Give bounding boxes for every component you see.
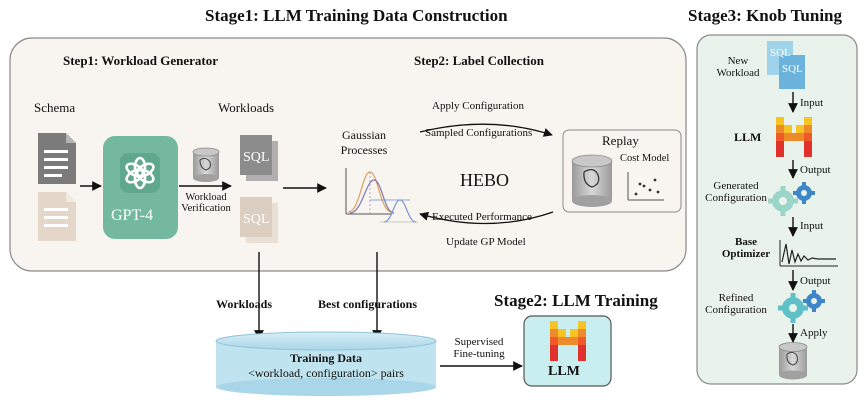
stage3-llm-label: LLM xyxy=(734,130,762,144)
generated-line1: Generated xyxy=(713,180,759,192)
stage3-input-label: Input xyxy=(800,97,824,109)
sampled-configurations-label: Sampled Configurations xyxy=(425,127,533,139)
generated-configuration-label: Generated Configuration xyxy=(700,180,772,204)
gaussian-line1: Gaussian xyxy=(342,128,386,142)
stage2-llm-label: LLM xyxy=(548,364,580,379)
sql-file-icon xyxy=(240,135,278,181)
stage1-panel xyxy=(9,37,687,272)
arrow-executed-performance xyxy=(419,211,554,225)
training-data-cylinder xyxy=(215,331,437,396)
stage3-sql-label: SQL xyxy=(770,47,791,59)
base-optimizer-line2: Optimizer xyxy=(721,248,771,260)
new-workload-line2: Workload xyxy=(716,67,760,79)
stage1-title: Stage1: LLM Training Data Construction xyxy=(205,6,508,25)
gaussian-processes-label: Gaussian Processes xyxy=(333,128,395,158)
stage3-output-label-2: Output xyxy=(800,275,831,287)
executed-performance-label: Executed Performance xyxy=(432,211,532,223)
gear-icon xyxy=(803,290,825,312)
hebo-label: HEBO xyxy=(460,170,509,190)
stage2-title: Stage2: LLM Training xyxy=(494,291,658,310)
stage3-input-label-2: Input xyxy=(800,220,824,232)
generated-line2: Configuration xyxy=(705,192,767,204)
training-data-title: Training Data xyxy=(289,351,363,365)
sql-label: SQL xyxy=(243,150,270,165)
base-optimizer-label: Base Optimizer xyxy=(716,236,776,260)
database-icon xyxy=(192,147,220,182)
apply-configuration-label: Apply Configuration xyxy=(432,100,524,112)
new-workload-line1: New xyxy=(727,55,749,67)
gaussian-curve-icon xyxy=(345,168,418,223)
stage3-sql-label-2: SQL xyxy=(782,63,803,75)
base-optimizer-line1: Base xyxy=(735,236,757,248)
stage3-output-label: Output xyxy=(800,164,831,176)
cost-model-label: Cost Model xyxy=(620,153,670,164)
step2-title: Step2: Label Collection xyxy=(414,53,544,68)
workload-verification-label: Workload Verification xyxy=(180,192,232,214)
openai-logo-icon xyxy=(120,153,160,193)
sql-file-icon xyxy=(240,197,278,243)
replay-label: Replay xyxy=(602,133,639,148)
supervised-line1: Supervised xyxy=(454,336,504,348)
arrow-apply-configuration xyxy=(419,123,553,137)
stage2-llm-box xyxy=(523,315,612,387)
stage3-title: Stage3: Knob Tuning xyxy=(688,6,843,25)
refined-configuration-label: Refined Configuration xyxy=(700,292,772,316)
llm-logo-icon xyxy=(550,321,586,361)
update-gp-model-label: Update GP Model xyxy=(446,236,526,248)
supervised-line2: Fine-tuning xyxy=(453,348,505,360)
refined-line1: Refined xyxy=(718,292,754,304)
gpt4-label: GPT-4 xyxy=(111,207,154,224)
database-icon xyxy=(571,154,613,207)
waveform-icon xyxy=(779,240,838,267)
supervised-fine-tuning-label: Supervised Fine-tuning xyxy=(438,336,520,360)
training-data-pairs: <workload, configuration> pairs xyxy=(248,366,404,380)
workload-verification-line2: Verification xyxy=(181,203,231,214)
database-icon xyxy=(778,342,808,380)
sql-label-faded: SQL xyxy=(243,212,270,227)
workload-verification-line1: Workload xyxy=(185,192,227,203)
gaussian-line2: Processes xyxy=(340,143,388,157)
new-workload-label: New Workload xyxy=(710,55,766,79)
stage3-apply-label: Apply xyxy=(800,327,828,339)
llm-logo-icon xyxy=(776,117,812,157)
document-icon xyxy=(38,133,76,184)
step1-title: Step1: Workload Generator xyxy=(63,53,219,68)
document-icon xyxy=(38,192,76,241)
best-configurations-label: Best configurations xyxy=(318,297,417,311)
sql-file-icon xyxy=(767,41,805,89)
gear-icon xyxy=(778,293,808,323)
gear-icon xyxy=(793,182,815,204)
scatter-plot-icon xyxy=(627,172,664,201)
schema-label: Schema xyxy=(34,100,76,115)
refined-line2: Configuration xyxy=(705,304,767,316)
gear-icon xyxy=(768,186,798,216)
workloads-flow-label: Workloads xyxy=(216,297,273,311)
workloads-label: Workloads xyxy=(218,100,274,115)
